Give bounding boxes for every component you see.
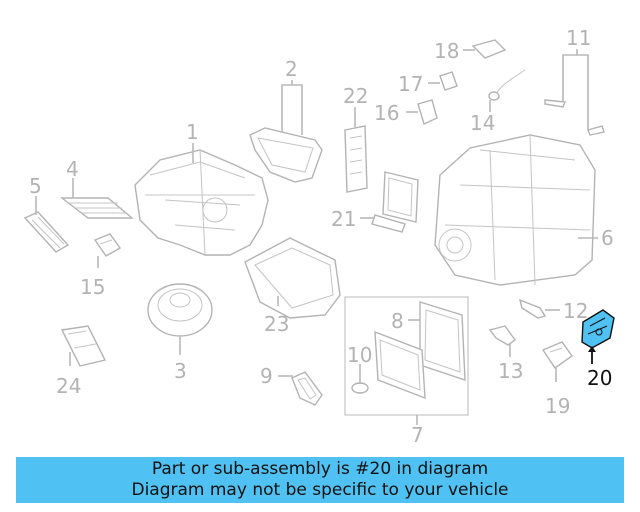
part-20-actuator-highlighted[interactable] [581, 309, 615, 349]
part-11-lines[interactable] [544, 99, 605, 136]
callout-19[interactable]: 19 [545, 394, 570, 418]
part-14-cable[interactable] [488, 69, 526, 101]
callout-9[interactable]: 9 [260, 364, 273, 388]
callout-20[interactable]: 20 [587, 366, 612, 390]
callout-3[interactable]: 3 [174, 359, 187, 383]
banner-line-1: Part or sub-assembly is #20 in diagram [151, 459, 489, 479]
part-5-filter-insert[interactable] [23, 211, 70, 253]
banner-line-2: Diagram may not be specific to your vehi… [131, 480, 509, 500]
callout-15[interactable]: 15 [80, 275, 105, 299]
callout-17[interactable]: 17 [398, 72, 423, 96]
part-1-hvac-housing[interactable] [134, 149, 269, 256]
callout-13[interactable]: 13 [498, 359, 523, 383]
callout-11[interactable]: 11 [566, 26, 591, 50]
part-6-evaporator-case[interactable] [434, 134, 596, 286]
callout-8[interactable]: 8 [391, 309, 404, 333]
part-12-sensor[interactable] [518, 298, 547, 319]
part-13-hose[interactable] [488, 325, 516, 346]
leader-20-arrow [588, 346, 596, 352]
part-7-group-box [344, 296, 469, 416]
callout-6[interactable]: 6 [601, 226, 614, 250]
part-19-valve[interactable] [541, 341, 573, 369]
part-17-connector[interactable] [439, 71, 458, 91]
leader-2 [281, 84, 303, 135]
callout-7[interactable]: 7 [411, 423, 424, 447]
callout-23[interactable]: 23 [264, 312, 289, 336]
part-16-bracket[interactable] [417, 99, 438, 125]
part-9-gasket[interactable] [291, 371, 323, 406]
part-10-core[interactable] [351, 330, 426, 400]
leader-11 [562, 54, 589, 130]
callout-14[interactable]: 14 [470, 111, 495, 135]
callout-12[interactable]: 12 [563, 299, 588, 323]
part-3-blower-motor[interactable] [147, 283, 213, 337]
part-24-control-module[interactable] [60, 325, 107, 367]
callout-24[interactable]: 24 [56, 374, 81, 398]
callout-1[interactable]: 1 [186, 120, 199, 144]
callout-10[interactable]: 10 [347, 343, 372, 367]
part-22-filter[interactable] [344, 125, 368, 193]
callout-18[interactable]: 18 [434, 39, 459, 63]
part-18-sensor[interactable] [471, 39, 507, 59]
callout-2[interactable]: 2 [285, 57, 298, 81]
part-15-actuator[interactable] [93, 233, 122, 257]
callout-4[interactable]: 4 [66, 157, 79, 181]
parts-diagram: 1 2 3 4 5 6 8 [23, 26, 615, 447]
part-21-module[interactable] [371, 171, 419, 233]
part-23-housing-lower[interactable] [244, 237, 341, 319]
info-banner: Part or sub-assembly is #20 in diagram D… [16, 457, 624, 503]
callout-21[interactable]: 21 [331, 207, 356, 231]
callout-16[interactable]: 16 [374, 101, 399, 125]
part-2-seal[interactable] [249, 127, 323, 183]
callout-22[interactable]: 22 [343, 84, 368, 108]
part-8-heater-core[interactable] [419, 301, 466, 381]
part-4-cabin-filter[interactable] [59, 197, 134, 219]
callout-5[interactable]: 5 [29, 174, 42, 198]
